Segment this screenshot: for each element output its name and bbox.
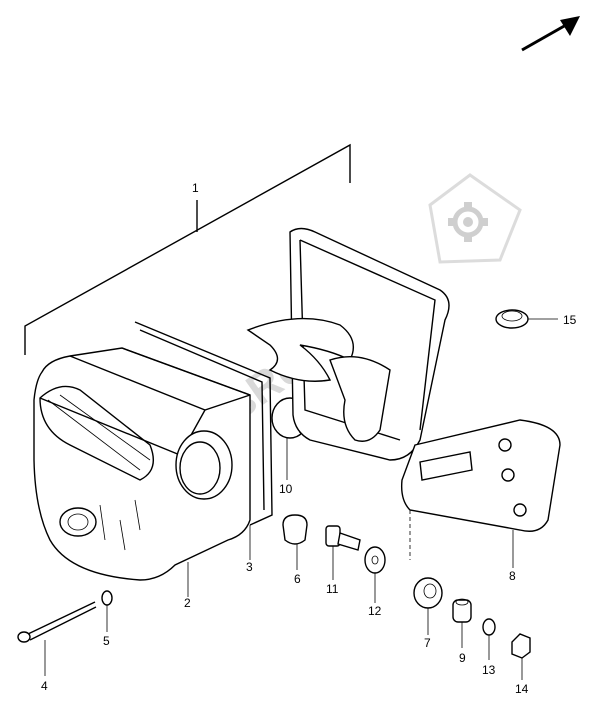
- part-13-washer: [482, 618, 496, 636]
- part-7-grommet: [413, 577, 443, 609]
- part-12-washer: [364, 546, 386, 574]
- direction-arrow-icon: [521, 16, 580, 52]
- part-3-gasket: [134, 321, 273, 526]
- part-label-5: 5: [103, 634, 110, 648]
- part-label-12: 12: [368, 604, 382, 618]
- watermark-gear-icon: [448, 202, 488, 242]
- part-14-nut: [511, 633, 531, 659]
- part-label-1: 1: [192, 181, 199, 195]
- part-label-8: 8: [509, 569, 516, 583]
- part-8-bracket: [246, 227, 561, 560]
- part-11-bolt: [325, 525, 361, 551]
- part-label-10: 10: [279, 482, 293, 496]
- part-label-4: 4: [41, 679, 48, 693]
- part-4-screw: [17, 601, 97, 643]
- part-label-2: 2: [184, 596, 191, 610]
- part-label-6: 6: [294, 572, 301, 586]
- assembly-bracket: [24, 143, 351, 355]
- part-label-9: 9: [459, 651, 466, 665]
- part-label-13: 13: [482, 663, 496, 677]
- part-labels: 1 2 3 4 5 6 7 8 9 10 11 12 13 14 15: [41, 181, 577, 696]
- leader-lines: [44, 318, 558, 680]
- part-label-11: 11: [326, 582, 339, 596]
- part-label-7: 7: [424, 636, 431, 650]
- part-label-3: 3: [246, 560, 253, 574]
- part-2-lamp-body: [33, 347, 251, 581]
- part-9-collar: [452, 598, 472, 623]
- part-label-14: 14: [515, 682, 529, 696]
- part-15-grommet: [495, 309, 529, 329]
- part-6-cap: [282, 514, 308, 545]
- part-label-15: 15: [563, 313, 577, 327]
- part-5-washer: [101, 590, 113, 606]
